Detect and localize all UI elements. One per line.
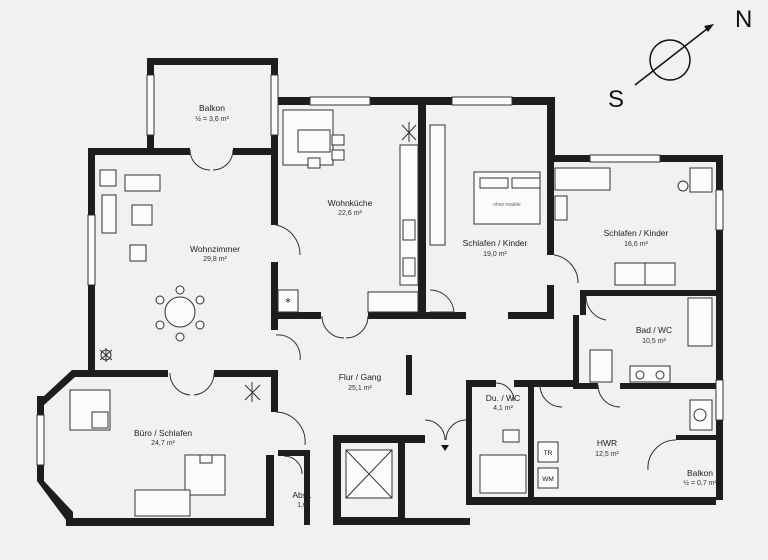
room-bad-name: Bad / WC (636, 325, 672, 335)
plant-icon (99, 348, 113, 362)
kitchen-asterisk-icon: * (285, 296, 291, 309)
north-arrow-icon (704, 24, 714, 32)
room-wohnzimmer-name: Wohnzimmer (190, 244, 240, 254)
room-hwr-name: HWR (597, 438, 617, 448)
windows (36, 74, 724, 466)
room-labels: Balkon ½ = 3,6 m² Wohnküche 22,6 m² Schl… (134, 103, 718, 509)
tr-label: TR (544, 450, 553, 457)
room-abst-name: Abst. (292, 490, 311, 500)
room-wohnzimmer-area: 29,8 m² (203, 256, 227, 263)
furniture: * ohne-makler TR WM (69, 109, 713, 517)
plant-icon (401, 122, 417, 142)
doors (169, 149, 677, 475)
room-bad-area: 10,5 m² (642, 338, 666, 345)
room-balkon-right-area: ½ = 0,7 m² (683, 479, 717, 487)
compass-south: S (608, 86, 624, 113)
wm-label: WM (542, 476, 554, 483)
room-schlafen1-name: Schlafen / Kinder (463, 238, 528, 248)
room-flur-name: Flur / Gang (339, 372, 382, 382)
room-du-wc-name: Du. / WC (486, 393, 520, 403)
plant-icon (244, 382, 261, 402)
room-schlafen2-name: Schlafen / Kinder (604, 228, 669, 238)
room-flur-area: 25,1 m² (348, 385, 372, 392)
room-buero-name: Büro / Schlafen (134, 428, 192, 438)
room-balkon-right-name: Balkon (687, 468, 713, 478)
room-schlafen2-area: 16,6 m² (624, 241, 648, 248)
bed-label: ohne-makler (493, 202, 521, 208)
room-wohnkueche-area: 22,6 m² (338, 210, 362, 217)
room-balkon-top-area: ½ = 3,6 m² (195, 115, 229, 123)
room-du-wc-area: 4,1 m² (493, 405, 514, 412)
room-abst-area: 1,0 (297, 502, 307, 509)
compass-north: N (735, 6, 752, 33)
room-wohnkueche-name: Wohnküche (328, 198, 373, 208)
entrance-arrow-icon (441, 445, 449, 451)
room-balkon-top-name: Balkon (199, 103, 225, 113)
walls (37, 58, 723, 526)
room-buero-area: 24,7 m² (151, 440, 175, 447)
compass: N S (608, 6, 752, 113)
room-hwr-area: 12,5 m² (595, 451, 619, 458)
room-schlafen1-area: 19,0 m² (483, 251, 507, 258)
